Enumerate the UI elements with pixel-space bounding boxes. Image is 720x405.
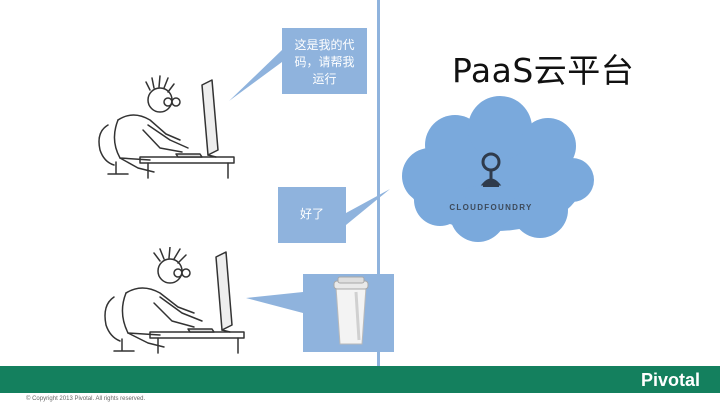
code-request-bubble (229, 28, 367, 101)
code-request-text: 这是我的代 码，请帮我 运行 (282, 37, 367, 88)
coffee-cup-icon (333, 276, 369, 345)
reply-text: 好了 (299, 207, 324, 221)
coffee-bubble (246, 274, 394, 352)
cloudfoundry-wordmark: CLOUDFOUNDRY (449, 203, 533, 212)
developer-at-computer-icon (98, 75, 235, 179)
cloudfoundry-logo-icon (480, 152, 502, 187)
slide-title: PaaS云平台 (452, 51, 635, 90)
copyright-notice: © Copyright 2013 Pivotal. All rights res… (26, 396, 146, 402)
reply-bubble (278, 187, 390, 243)
developer-at-computer-icon (104, 247, 245, 354)
cloud-shape (402, 96, 594, 242)
code-request-line-3: 运行 (312, 72, 337, 86)
pivotal-logo: Pivotal (640, 370, 700, 390)
code-request-line-1: 这是我的代 (294, 38, 355, 52)
code-request-line-2: 码，请帮我 (294, 55, 355, 69)
vertical-divider (377, 0, 380, 366)
footer-bar (0, 366, 720, 393)
